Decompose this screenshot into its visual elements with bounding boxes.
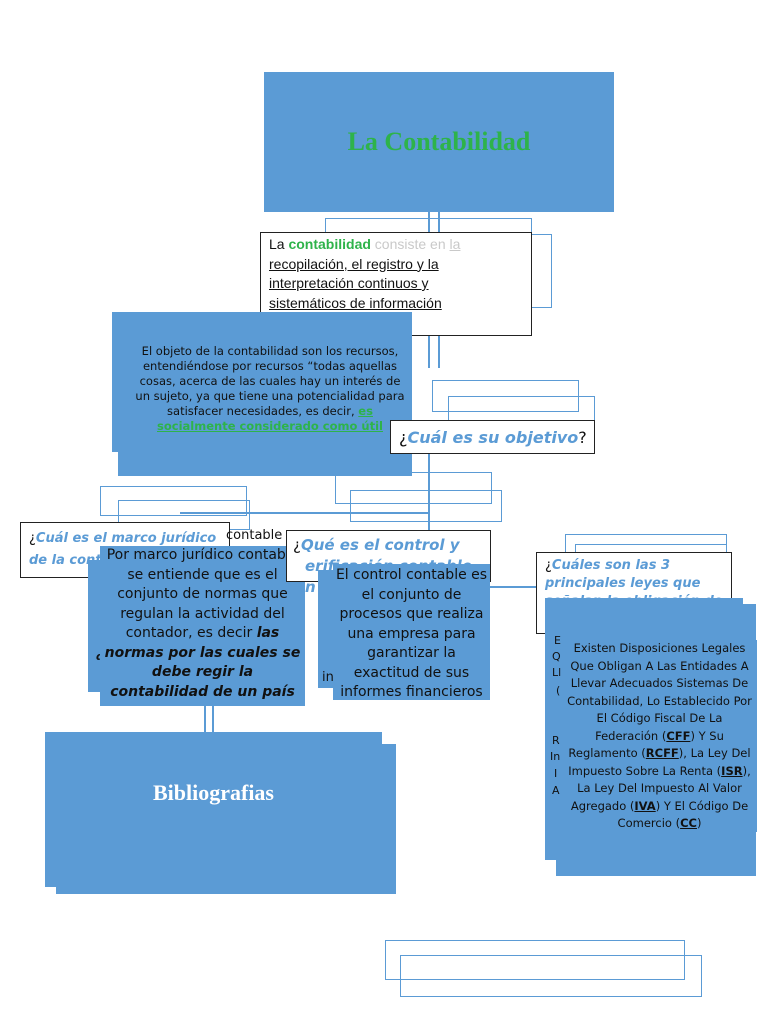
connector-left [180, 512, 430, 514]
connector-bib [204, 706, 206, 732]
fragment: In [550, 750, 561, 763]
outline-box [385, 940, 685, 980]
outline-box [400, 955, 702, 997]
laws-text: Existen Disposiciones Legales Que Obliga… [567, 641, 752, 830]
title-box: La Contabilidad [264, 72, 614, 212]
fragment: contable [226, 528, 283, 543]
fragment: A [552, 784, 560, 797]
outline-box [350, 490, 502, 522]
fragment: Ll [552, 666, 562, 679]
objective-text: El objeto de la contabilidad son los rec… [135, 344, 405, 418]
connector-bib-2 [212, 706, 214, 732]
control-text: El control contable es el conjunto de pr… [335, 567, 488, 700]
objective-question: ¿Cuál es su objetivo? [390, 420, 595, 454]
fragment: ( [556, 684, 561, 697]
fragment: R [552, 734, 560, 747]
legal-box: Por marco jurídico contable se entiende … [100, 546, 305, 706]
fragment: I [554, 767, 558, 780]
legal-text-bold: las normas por las cuales se debe regir … [104, 625, 301, 700]
outline-box [100, 486, 247, 516]
objective-box: El objeto de la contabilidad son los rec… [118, 328, 412, 476]
fragment: Q [552, 650, 561, 663]
bibliography-box: Bibliografias [45, 732, 382, 887]
fragment: d [96, 650, 104, 663]
fragment: E [554, 634, 561, 647]
fragment: in [322, 670, 334, 685]
legal-text: Por marco jurídico contable se entiende … [106, 547, 299, 641]
laws-box: Existen Disposiciones Legales Que Obliga… [562, 640, 757, 832]
control-box: El control contable es el conjunto de pr… [333, 564, 490, 700]
outline-box [335, 472, 492, 504]
bibliography-title: Bibliografias [152, 780, 274, 805]
objective-link: socialmente considerado como útil [157, 419, 383, 433]
connector-lower [428, 440, 430, 590]
page-title: La Contabilidad [347, 127, 531, 156]
definition-term: contabilidad [288, 236, 371, 252]
